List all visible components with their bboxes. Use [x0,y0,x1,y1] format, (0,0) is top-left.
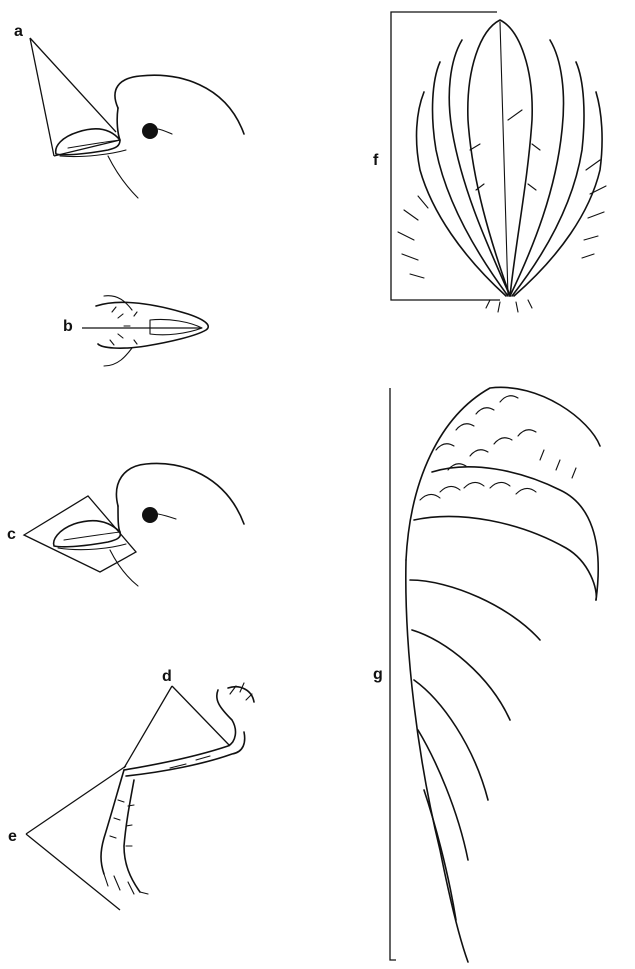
tail-drawing-f [391,12,606,312]
wing-drawing-g [390,387,600,962]
head-drawing-c [24,463,244,586]
label-b: b [63,319,73,335]
label-f: f [373,153,378,169]
label-c: c [7,527,16,543]
label-a: a [14,24,23,40]
head-drawing-a [30,38,244,198]
label-g: g [373,667,383,683]
label-d: d [162,669,172,685]
leg-drawing [26,683,254,910]
beak-top-drawing-b [82,296,208,366]
label-e: e [8,829,17,845]
